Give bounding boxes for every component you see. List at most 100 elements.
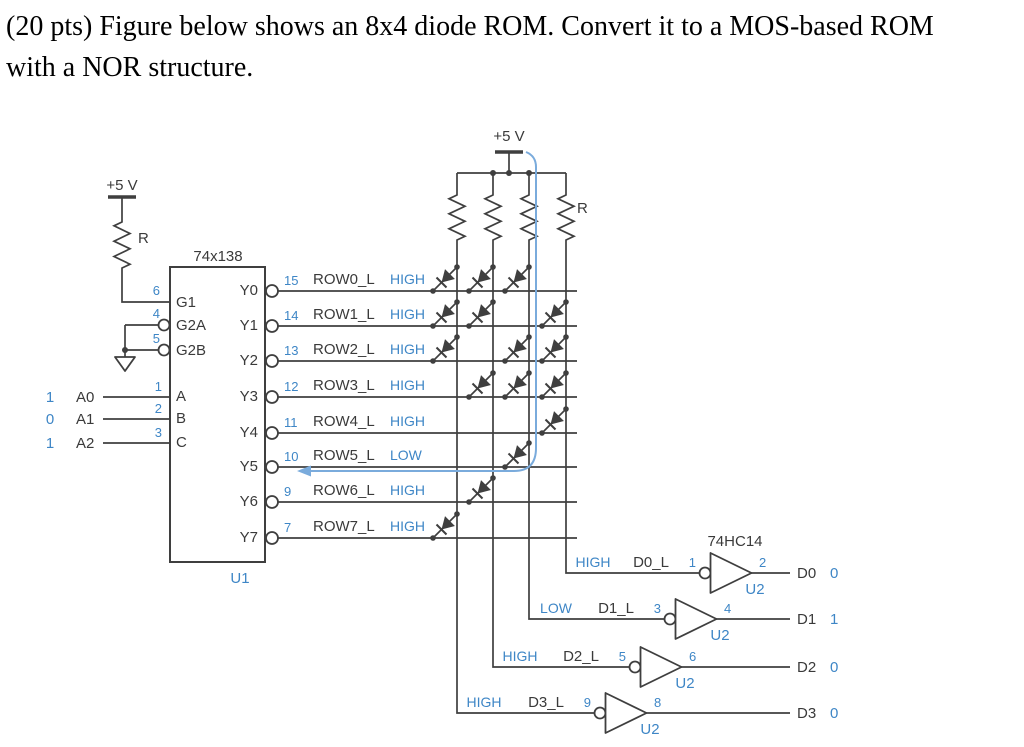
diode-row1-col0 — [430, 299, 460, 329]
data-output-label: D0 — [797, 565, 816, 582]
junction-dot — [454, 334, 460, 340]
problem-statement-line2: with a NOR structure. — [6, 52, 254, 83]
diode-row3-col2 — [502, 370, 532, 400]
diode-anode-triangle — [441, 339, 455, 353]
junction-dot — [430, 323, 436, 329]
address-signal-label: A1 — [76, 411, 94, 428]
inverter-input-bubble — [698, 566, 712, 580]
junction-dot — [466, 499, 472, 505]
data-output-label: D2 — [797, 659, 816, 676]
enable-pin-number: 5 — [153, 331, 160, 346]
diode-anode-triangle — [513, 445, 527, 459]
enable-port-label: G2A — [176, 317, 206, 334]
inverter-designator: U2 — [675, 675, 694, 692]
junction-dot — [563, 334, 569, 340]
active-low-bubble — [265, 531, 279, 545]
output-port-label: Y1 — [240, 317, 258, 334]
junction-dot — [539, 358, 545, 364]
diode-row3-col1 — [466, 370, 496, 400]
bitline-level-annotation: HIGH — [467, 694, 502, 710]
address-port-label: B — [176, 410, 186, 427]
output-port-label: Y4 — [240, 424, 258, 441]
diode-cathode-bar — [435, 523, 448, 536]
junction-dot — [490, 475, 496, 481]
bitline-level-annotation: LOW — [540, 600, 573, 616]
left-supply-label: +5 V — [106, 177, 137, 194]
inverter-output-pin: 8 — [654, 695, 661, 710]
left-pullup-resistor — [112, 197, 170, 303]
enable-pin-number: 6 — [153, 283, 160, 298]
bit-line-column-3 — [555, 173, 700, 574]
diode-cathode-bar — [544, 382, 557, 395]
row-level-annotation: HIGH — [390, 413, 425, 429]
diode-cathode-bar — [471, 487, 484, 500]
inverter-input-bubble — [628, 660, 642, 674]
inverter-output-pin: 4 — [724, 601, 731, 616]
junction-dot — [430, 358, 436, 364]
row-signal-label: ROW1_L — [313, 306, 375, 323]
diode-row0-col0 — [430, 264, 460, 294]
junction-dot — [502, 464, 508, 470]
inverter-triangle — [709, 552, 753, 594]
junction-dot — [563, 406, 569, 412]
data-output-label: D1 — [797, 611, 816, 628]
junction-dot — [539, 430, 545, 436]
data-output-value: 0 — [830, 565, 838, 582]
active-row-highlight-path — [301, 151, 537, 472]
row-level-annotation: HIGH — [390, 341, 425, 357]
data-output-value: 1 — [830, 611, 838, 628]
diode-row3-col3 — [539, 370, 569, 400]
junction-dot — [539, 394, 545, 400]
output-pin-number: 11 — [284, 415, 298, 430]
output-port-label: Y3 — [240, 388, 258, 405]
row-signal-label: ROW7_L — [313, 518, 375, 535]
row-level-annotation: HIGH — [390, 482, 425, 498]
inverter-input-bubble — [593, 706, 607, 720]
junction-dot — [502, 288, 508, 294]
junction-dot — [563, 299, 569, 305]
data-output-value: 0 — [830, 705, 838, 722]
junction-dot — [563, 370, 569, 376]
diode-cathode-bar — [544, 346, 557, 359]
active-low-bubble — [265, 426, 279, 440]
row-signal-label: ROW3_L — [313, 377, 375, 394]
active-low-bubble — [265, 354, 279, 368]
row-signal-label: ROW2_L — [313, 341, 375, 358]
diode-row6-col1 — [466, 475, 496, 505]
left-pullup-resistor-label: R — [138, 230, 149, 247]
diode-cathode-bar — [471, 276, 484, 289]
diode-cathode-bar — [544, 418, 557, 431]
enable-port-label: G2B — [176, 342, 206, 359]
junction-dot — [490, 370, 496, 376]
diode-row0-col1 — [466, 264, 496, 294]
junction-dot — [430, 535, 436, 541]
ground-symbol — [114, 356, 136, 372]
diode-anode-triangle — [550, 339, 564, 353]
diode-row7-col0 — [430, 511, 460, 541]
diode-cathode-bar — [435, 311, 448, 324]
junction-dot — [466, 288, 472, 294]
enable-pin-number: 4 — [153, 306, 160, 321]
inverter-designator: U2 — [745, 581, 764, 598]
bitline-signal-label: D3_L — [528, 694, 564, 711]
diode-cathode-bar — [435, 276, 448, 289]
bitline-signal-label: D0_L — [633, 554, 669, 571]
junction-dot — [502, 394, 508, 400]
bitline-level-annotation: HIGH — [576, 554, 611, 570]
output-pin-number: 15 — [284, 273, 298, 288]
diode-cathode-bar — [507, 452, 520, 465]
junction-dot — [539, 323, 545, 329]
